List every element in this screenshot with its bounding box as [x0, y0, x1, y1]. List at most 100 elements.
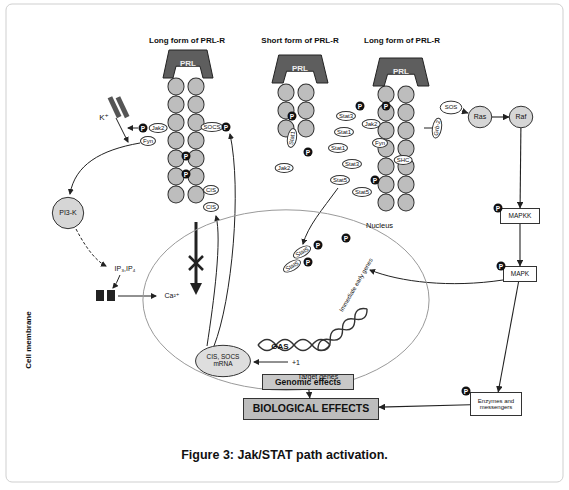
phospho-mark: P — [462, 387, 471, 396]
text-label: Immediate early genes — [338, 257, 374, 313]
node-text: Ras — [474, 113, 486, 120]
kinase-box: MAPKK — [500, 208, 540, 224]
protein-oval: Jak2 — [362, 119, 381, 129]
protein-oval: Stat1 — [328, 143, 348, 153]
effect-box: BIOLOGICAL EFFECTS — [243, 398, 379, 420]
protein-oval: SOCS — [200, 122, 223, 132]
kinase-circle: PI3-K — [52, 197, 84, 229]
ellipse-shape — [143, 210, 429, 390]
phospho-mark: P — [304, 258, 313, 267]
leader-arrow — [113, 275, 120, 288]
figure-frame — [6, 4, 563, 482]
block-cross — [189, 256, 203, 270]
protein-oval: Stat1 — [334, 127, 354, 137]
leader-arrow — [116, 118, 128, 142]
node-text: MAPK — [511, 271, 529, 278]
calcium-channel — [96, 290, 104, 301]
protein-oval: Stat5 — [281, 257, 303, 276]
arrow-connector — [308, 390, 310, 398]
ellipse-shape — [468, 106, 492, 128]
feedback-arrow — [207, 216, 218, 346]
receptor-chain — [299, 92, 314, 146]
text-label: Ca²⁺ — [165, 292, 180, 300]
protein-oval: CIS — [203, 202, 219, 212]
leader-arrow — [370, 270, 503, 284]
phospho-mark: P — [382, 102, 391, 111]
shape-outline — [140, 208, 432, 392]
receptor-chain — [188, 86, 205, 212]
heading-label: Cell membrane — [24, 311, 33, 368]
node-text: BIOLOGICAL EFFECTS — [253, 403, 369, 414]
receptor-chain — [378, 94, 395, 220]
protein-oval: CIS — [203, 185, 219, 195]
arrow-connector — [379, 405, 470, 407]
arrow-connector — [519, 224, 520, 266]
phospho-mark: P — [288, 112, 297, 121]
blocked-arrow — [190, 283, 202, 295]
leader-arrow — [70, 143, 140, 194]
heading-label: Long form of PRL-R — [364, 36, 440, 45]
phospho-mark: P — [356, 102, 365, 111]
protein-oval: Stat5 — [352, 187, 372, 197]
ligand-shape — [163, 50, 213, 78]
protein-oval: Grb-2 — [430, 117, 444, 140]
ligand-hat: PRL — [163, 50, 213, 78]
phospho-mark: P — [222, 123, 231, 132]
translocation-arrow — [303, 188, 338, 244]
receptor-chain — [379, 94, 394, 220]
phospho-mark: P — [371, 176, 380, 185]
node-text: CIS, SOCS mRNA — [197, 354, 249, 368]
arrow-connector — [492, 116, 509, 117]
node-text: PRL — [180, 60, 196, 68]
phospho-mark: P — [139, 124, 148, 133]
text-label: +1 — [292, 359, 300, 366]
leader-arrow — [118, 296, 156, 297]
kinase-circle: Ras — [468, 106, 492, 128]
protein-oval: Fyn — [140, 136, 156, 146]
ligand-shape — [272, 55, 328, 83]
feedback-arrow — [214, 134, 235, 346]
phospho-mark: P — [494, 204, 503, 213]
receptor-chain — [189, 86, 204, 212]
protein-oval: Stat5 — [330, 175, 350, 185]
dashed-arrow — [76, 229, 106, 266]
ligand-hat: PRL — [272, 55, 328, 83]
protein-oval: Stat3 — [336, 111, 356, 121]
node-text: Nucleus — [366, 222, 393, 230]
calcium-channel — [107, 290, 115, 301]
heading-label: Long form of PRL-R — [149, 36, 225, 45]
transcription-arrow — [254, 362, 288, 363]
ligand-hat: PRL — [373, 58, 429, 86]
protein-oval: Fyn — [372, 138, 388, 148]
node-text: MAPKK — [509, 213, 532, 220]
ellipse-shape — [440, 101, 462, 114]
receptor-chain — [298, 92, 315, 146]
receptor-chain — [168, 86, 185, 212]
node-text: Raf — [516, 113, 527, 120]
arrow-connector — [498, 282, 518, 392]
node-text: PI3-K — [59, 209, 77, 216]
arrow-connector — [462, 111, 468, 113]
text-label: GAS — [271, 342, 288, 351]
node-text: PRL — [292, 65, 308, 73]
adaptor-oval: SOS — [440, 101, 462, 114]
kinase-box: MAPK — [503, 266, 537, 282]
ellipse-shape — [52, 197, 83, 228]
ligand-shape — [373, 58, 429, 86]
leader-arrow — [128, 128, 138, 129]
ellipse-shape — [196, 345, 251, 376]
mrna-oval: CIS, SOCS mRNA — [195, 345, 251, 377]
text-label: IP₃,IP₄ — [115, 265, 136, 272]
messenger-box: Enzymes and messengers — [470, 392, 522, 416]
phospho-mark: P — [497, 262, 506, 271]
heading-label: Short form of PRL-R — [261, 36, 338, 45]
arrow-connector — [520, 128, 522, 208]
protein-oval: Jak2 — [149, 123, 168, 133]
protein-oval: Jak2 — [275, 163, 294, 173]
potassium-channel — [116, 96, 130, 118]
phospho-mark: P — [304, 148, 313, 157]
text-label: K⁺ — [99, 113, 109, 122]
nucleus-outline: NucleusCIS, SOCS mRNAGenomic effects — [140, 208, 432, 392]
